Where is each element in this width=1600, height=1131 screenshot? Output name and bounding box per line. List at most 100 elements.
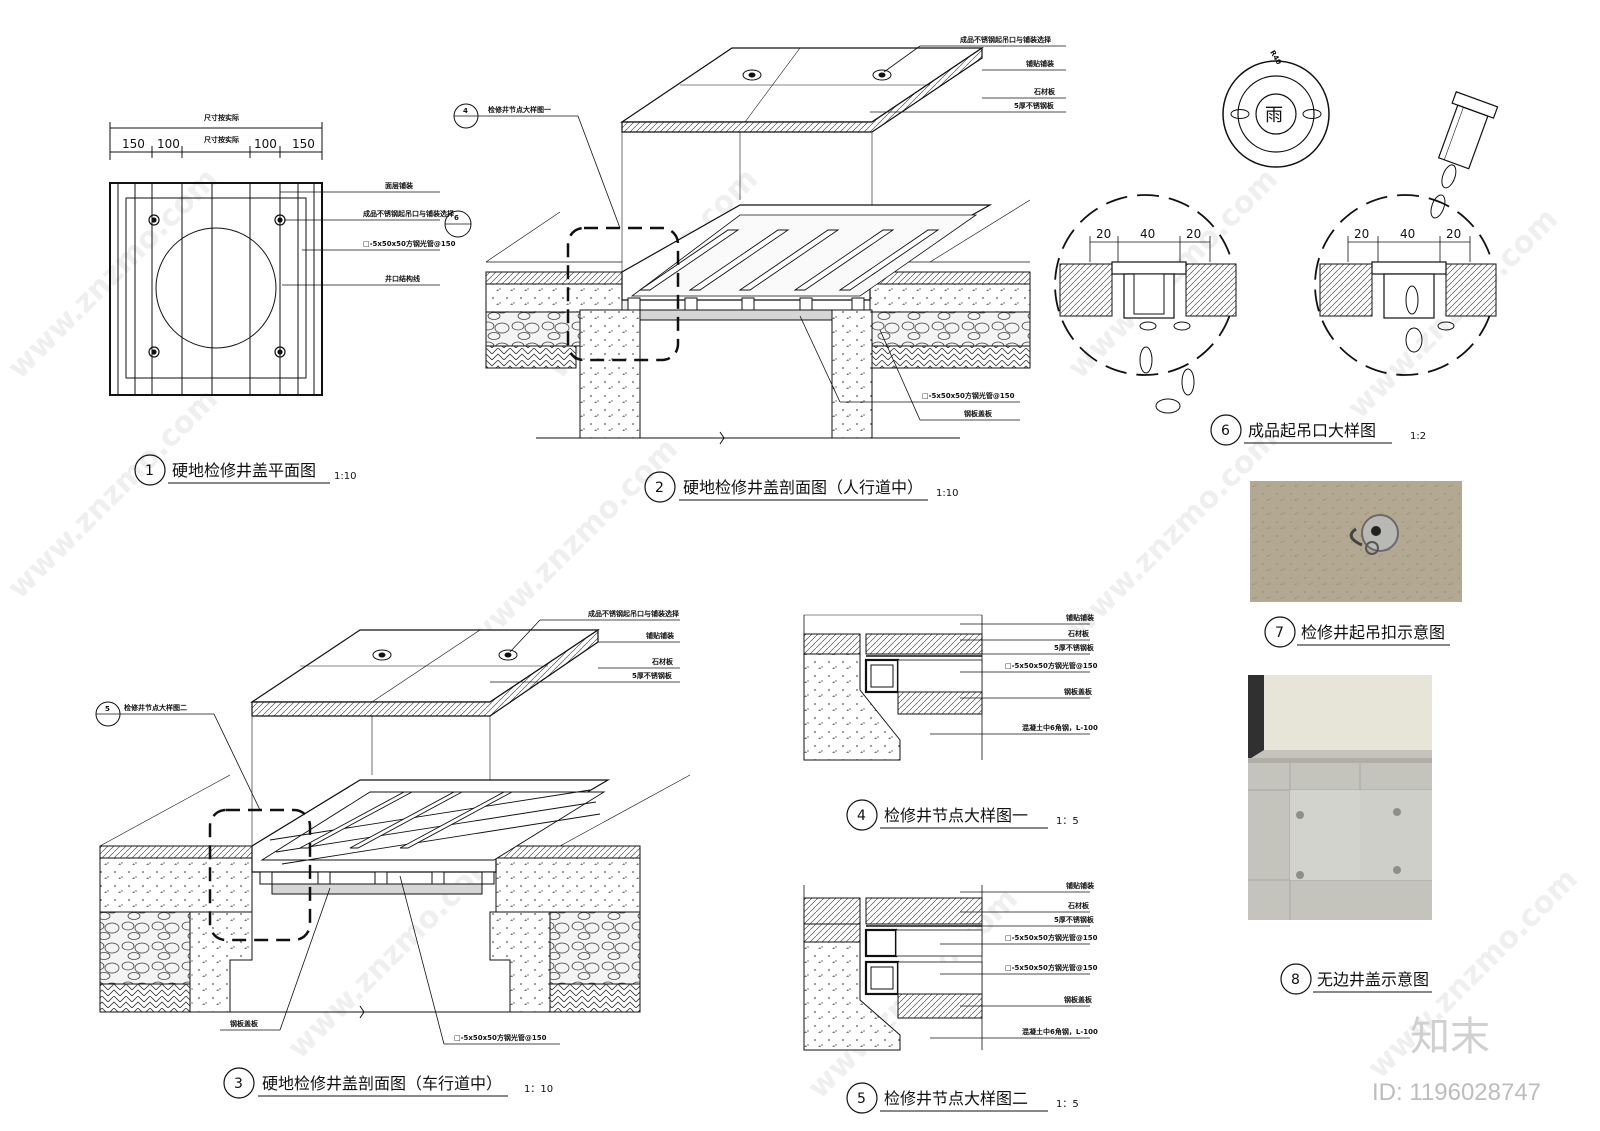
detail4-label-1: 铺贴铺装 — [1066, 613, 1094, 622]
photo-borderless-cover — [1248, 675, 1432, 920]
title-6-scale: 1:2 — [1410, 431, 1426, 442]
lifting-hole-icon — [742, 69, 762, 81]
detail6-dim-a3: 20 — [1186, 227, 1201, 241]
title-5: 5 检修井节点大样图二 1：5 — [846, 1082, 1079, 1114]
detail5-label-1: 铺贴铺装 — [1066, 881, 1094, 890]
section3-label-2: 铺贴铺装 — [646, 631, 674, 640]
plan-dim-2: 100 — [157, 137, 180, 151]
lifting-hole-icon — [148, 214, 286, 358]
detail5-label-2: 石材板 — [1067, 901, 1090, 910]
section2-callout-number: 4 — [463, 107, 468, 115]
title-1-text: 硬地检修井盖平面图 — [172, 461, 316, 480]
node-detail-2: 铺贴铺装 石材板 5厚不锈钢板 □-5x50x50方钢光管@150 □-5x50… — [803, 881, 1098, 1051]
detail4-label-2: 石材板 — [1067, 629, 1090, 638]
title-5-scale: 1：5 — [1056, 1099, 1079, 1110]
cap-char: 雨 — [1265, 105, 1283, 126]
lifting-hole-icon — [372, 649, 392, 661]
radius-label: R40 — [1268, 49, 1283, 66]
image-id-label: ID: 1196028747 — [1372, 1079, 1541, 1106]
detail6-dim-a2: 40 — [1140, 227, 1155, 241]
plan-label-3: □-5x50x50方钢光管@150 — [363, 239, 456, 248]
detail5-label-4: □-5x50x50方钢光管@150 — [1005, 933, 1098, 942]
title-3-scale: 1：10 — [524, 1084, 553, 1095]
plan-dim-1: 150 — [122, 137, 145, 151]
detail6-dim-b2: 40 — [1400, 227, 1415, 241]
section3-callout-label: 检修井节点大样图二 — [124, 703, 187, 712]
detail6-dim-b1: 20 — [1354, 227, 1369, 241]
title-6: 6 成品起吊口大样图 1:2 — [1210, 414, 1426, 446]
section2-callout-label: 检修井节点大样图一 — [488, 105, 551, 114]
section2-label-2: 铺贴铺装 — [1026, 59, 1054, 68]
section3-callout-number: 5 — [105, 705, 110, 713]
detail4-label-6: 混凝土中6角钢，L-100 — [1022, 723, 1098, 732]
detail5-label-6: 钢板盖板 — [1064, 995, 1093, 1004]
title-7: 7 检修井起吊扣示意图 — [1264, 616, 1450, 648]
detail6-dim-a1: 20 — [1096, 227, 1111, 241]
section2-label-6: 钢板盖板 — [964, 409, 993, 418]
plan-dim-note-mid: 尺寸按实际 — [203, 135, 239, 144]
title-3-number: 3 — [234, 1076, 243, 1092]
detail5-label-7: 混凝土中6角钢，L-100 — [1022, 1027, 1098, 1036]
watermark-text: www.znzmo.com — [1, 382, 225, 606]
manhole-opening-circle — [155, 227, 277, 349]
title-4-number: 4 — [857, 808, 866, 824]
section3-label-4: 5厚不锈钢板 — [632, 671, 673, 680]
plan-label-4: 井口结构线 — [385, 274, 420, 283]
title-3: 3 硬地检修井盖剖面图（车行道中） 1：10 — [223, 1067, 553, 1099]
title-8: 8 无边井盖示意图 — [1280, 963, 1432, 995]
watermark-text: www.znzmo.com — [461, 432, 685, 656]
title-4-scale: 1：5 — [1056, 816, 1079, 827]
photo-lifting-ring — [1250, 481, 1462, 602]
title-2: 2 硬地检修井盖剖面图（人行道中） 1:10 — [644, 471, 958, 503]
detail5-label-5: □-5x50x50方钢光管@150 — [1005, 963, 1098, 972]
title-2-scale: 1:10 — [936, 488, 958, 499]
section-vehicle: 5 检修井节点大样图二 成品不锈钢起吊口与铺装选择 铺贴铺装 石材板 5厚不锈钢… — [95, 609, 691, 1045]
detail4-label-4: □-5x50x50方钢光管@150 — [1005, 661, 1098, 670]
title-7-number: 7 — [1275, 625, 1284, 641]
lifting-eye-detail: 雨 R40 20 40 20 45 20 40 20 — [1054, 49, 1499, 414]
section2-label-5: □-5x50x50方钢光管@150 — [922, 391, 1015, 400]
section3-label-6: □-5x50x50方钢光管@150 — [454, 1033, 547, 1042]
detail5-label-3: 5厚不锈钢板 — [1054, 915, 1095, 924]
brand-logo: 知末 — [1410, 1014, 1490, 1060]
manhole-plan-outline — [109, 182, 323, 396]
title-8-text: 无边井盖示意图 — [1317, 970, 1429, 989]
detail-callout-box — [566, 226, 680, 362]
title-4: 4 检修井节点大样图一 1：5 — [846, 799, 1079, 831]
title-6-text: 成品起吊口大样图 — [1248, 421, 1376, 440]
section3-label-3: 石材板 — [651, 657, 674, 666]
title-1-scale: 1:10 — [334, 471, 356, 482]
lifting-hole-icon — [498, 649, 518, 661]
title-8-number: 8 — [1291, 972, 1300, 988]
detail4-label-5: 钢板盖板 — [1064, 687, 1093, 696]
plan-dim-3: 100 — [254, 137, 277, 151]
section2-label-3: 石材板 — [1033, 87, 1056, 96]
title-1: 1 硬地检修井盖平面图 1:10 — [134, 454, 356, 486]
section3-label-1: 成品不锈钢起吊口与铺装选择 — [588, 609, 680, 618]
title-7-text: 检修井起吊扣示意图 — [1301, 623, 1445, 642]
title-3-text: 硬地检修井盖剖面图（车行道中） — [262, 1074, 502, 1093]
title-1-number: 1 — [145, 463, 154, 479]
plan-dim-note-top: 尺寸按实际 — [203, 113, 239, 122]
watermark-text: www.znzmo.com — [281, 842, 505, 1066]
title-5-number: 5 — [857, 1091, 866, 1107]
plan-label-2: 成品不锈钢起吊口与铺装选择 — [363, 209, 455, 218]
title-6-number: 6 — [1221, 423, 1230, 439]
lifting-hole-icon — [872, 69, 892, 81]
watermark-text: www.znzmo.com — [1, 162, 225, 386]
plan-label-1: 面层铺装 — [385, 181, 413, 190]
title-2-number: 2 — [655, 480, 664, 496]
section2-label-4: 5厚不锈钢板 — [1014, 101, 1055, 110]
title-2-text: 硬地检修井盖剖面图（人行道中） — [683, 478, 923, 497]
section3-label-5: 钢板盖板 — [230, 1019, 259, 1028]
plan-dim-4: 150 — [292, 137, 315, 151]
plan-view: 尺寸按实际 尺寸按实际 150 100 100 150 — [109, 113, 472, 396]
section-pedestrian: 4 检修井节点大样图一 成品不锈钢起吊口与铺装选择 铺贴铺装 石材板 5厚不锈钢… — [453, 35, 1066, 445]
detail6-dim-b3: 20 — [1446, 227, 1461, 241]
plan-callout-number: 6 — [454, 214, 459, 222]
section2-label-1: 成品不锈钢起吊口与铺装选择 — [960, 35, 1052, 44]
detail4-label-3: 5厚不锈钢板 — [1054, 643, 1095, 652]
lifting-fitting-icon — [1430, 91, 1499, 219]
title-4-text: 检修井节点大样图一 — [884, 806, 1028, 825]
